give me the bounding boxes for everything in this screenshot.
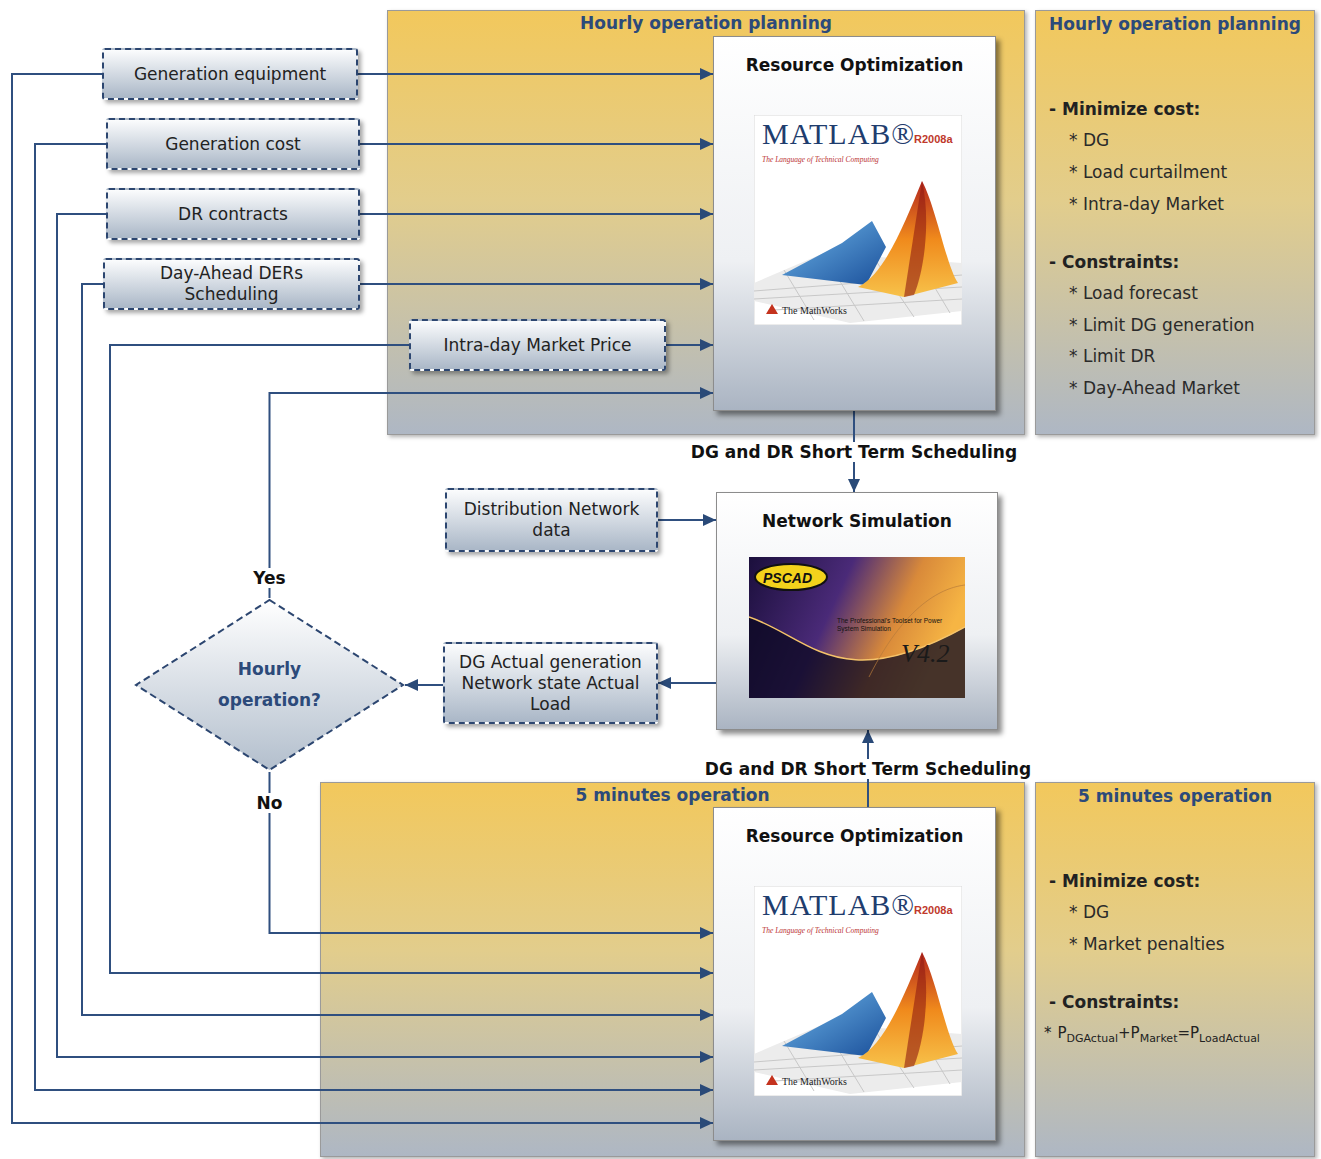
input-box: Generation cost [106, 118, 360, 170]
logo-text: R2008a [914, 904, 953, 916]
logo-text: MATLAB® [762, 117, 915, 151]
operation-panel: 5 minutes operation Resource Optimizatio… [320, 782, 1025, 1157]
box-heading: Resource Optimization [714, 826, 995, 846]
edge-label: Yes [250, 568, 288, 588]
constraint-formula: * PDGActual+PMarket=PLoadActual [1044, 1024, 1260, 1045]
connector-arrow [666, 344, 713, 346]
input-box: Generation equipment [102, 48, 358, 100]
formula-term: =P [1177, 1024, 1199, 1042]
process-box: Resource OptimizationMATLAB®R2008aThe La… [713, 807, 996, 1141]
list-item: * Intra-day Market [1069, 193, 1224, 215]
panel-heading: Hourly operation planning [1036, 13, 1314, 35]
logo-text: MATLAB® [762, 888, 915, 922]
formula-term: +P [1118, 1024, 1140, 1042]
formula-term: P [1058, 1024, 1067, 1042]
edge-label: No [254, 793, 286, 813]
logo-text: The Professional's Toolset for Power Sys… [837, 617, 947, 633]
section-heading: - Constraints: [1049, 991, 1179, 1013]
list-item: * Load curtailment [1069, 161, 1227, 183]
node-text: Day-Ahead DERs Scheduling [113, 263, 350, 305]
data-box: DG Actual generation Network state Actua… [443, 642, 658, 724]
section-heading: - Minimize cost: [1049, 98, 1200, 120]
node-text: Generation equipment [134, 64, 326, 85]
logo-text: The MathWorks [782, 305, 847, 316]
connector-arrow [35, 144, 713, 1090]
panel-heading: 5 minutes operation [1036, 785, 1314, 807]
connector-arrow [658, 519, 716, 521]
connector-arrow [270, 772, 714, 933]
process-box: Resource OptimizationMATLAB®R2008aThe La… [713, 36, 996, 411]
subscript: LoadActual [1199, 1032, 1260, 1045]
box-heading: Network Simulation [717, 511, 997, 531]
list-item: * Day-Ahead Market [1069, 377, 1240, 399]
list-item: * Market penalties [1069, 933, 1225, 955]
connector-arrow [110, 345, 713, 973]
logo-text: The Language of Technical Computing [762, 155, 879, 164]
connector-arrow [270, 393, 714, 598]
input-box: Distribution Network data [445, 488, 658, 552]
list-item: * Limit DR [1069, 345, 1155, 367]
subscript: DGActual [1067, 1032, 1118, 1045]
connector-arrow [360, 283, 713, 285]
list-item: * DG [1069, 129, 1109, 151]
section-heading: - Constraints: [1049, 251, 1179, 273]
node-text: DR contracts [178, 204, 288, 225]
edge-label: DG and DR Short Term Scheduling [688, 442, 1020, 462]
connector-arrow [405, 684, 443, 686]
logo-text: PSCAD [763, 570, 812, 586]
diamond-outline [134, 598, 405, 772]
input-box: Day-Ahead DERs Scheduling [103, 258, 360, 310]
list-item: * Load forecast [1069, 282, 1198, 304]
input-box: DR contracts [106, 188, 360, 240]
process-box: Network SimulationPSCAD The Professional'… [716, 492, 998, 730]
section-heading: - Minimize cost: [1049, 870, 1200, 892]
connector-arrow [82, 284, 713, 1015]
connector-arrow [12, 74, 713, 1123]
logo-text: The MathWorks [782, 1076, 847, 1087]
box-heading: Hourly operation planning [388, 13, 1024, 33]
logo-text: The Language of Technical Computing [762, 926, 879, 935]
logo-text: R2008a [914, 133, 953, 145]
decision-diamond: Hourly operation? [134, 598, 405, 772]
box-heading: Resource Optimization [714, 55, 995, 75]
note-panel: 5 minutes operation - Minimize cost: * DG *… [1035, 782, 1315, 1157]
connector-arrow [57, 214, 713, 1057]
subscript: Market [1140, 1032, 1178, 1045]
node-text: Hourly operation? [210, 654, 330, 716]
node-text: Distribution Network data [455, 499, 648, 541]
connector-arrow [658, 682, 716, 684]
formula-term: * [1044, 1024, 1052, 1042]
node-text: Generation cost [165, 134, 301, 155]
logo-text: V4.2 [901, 639, 949, 669]
node-text: Intra-day Market Price [444, 335, 632, 356]
node-text: DG Actual generation Network state Actua… [453, 652, 648, 715]
input-box: Intra-day Market Price [409, 319, 666, 371]
note-panel: Hourly operation planning - Minimize cost… [1035, 10, 1315, 435]
connector-arrow [360, 143, 713, 145]
box-heading: 5 minutes operation [321, 785, 1024, 805]
list-item: * DG [1069, 901, 1109, 923]
edge-label: DG and DR Short Term Scheduling [702, 759, 1034, 779]
connector-arrow [360, 213, 713, 215]
connector-arrow [358, 73, 713, 75]
list-item: * Limit DG generation [1069, 314, 1255, 336]
